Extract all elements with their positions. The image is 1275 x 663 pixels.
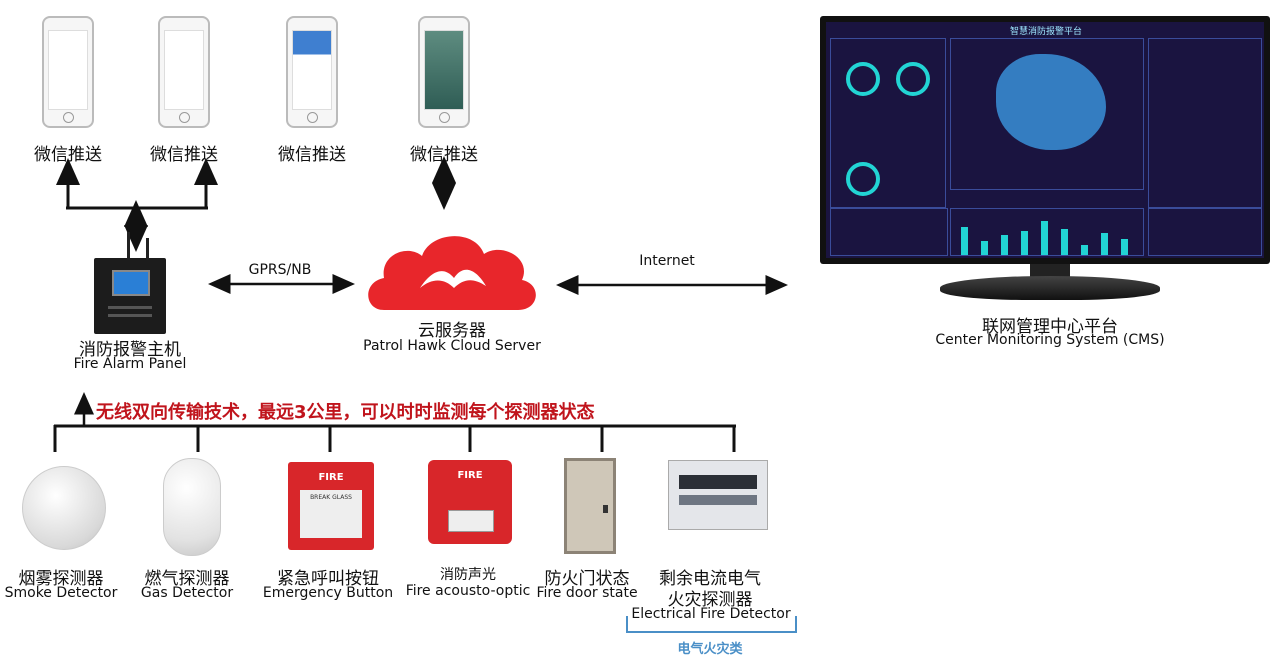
fire-door-icon: [564, 458, 616, 554]
monitor-base: [940, 276, 1160, 300]
electrical-group-label: 电气火灾类: [677, 642, 743, 657]
cms-label-en: Center Monitoring System (CMS): [935, 332, 1165, 348]
antenna-icon: [146, 238, 149, 260]
electrical-detector-label-cn: 剩余电流电气: [659, 569, 761, 589]
phone-4-label: 微信推送: [410, 145, 478, 165]
fire-door-label-en: Fire door state: [536, 585, 638, 601]
panel-label-cn: 消防报警主机: [79, 340, 181, 360]
emergency-button-icon: FIRE BREAK GLASS: [288, 462, 374, 550]
cms-monitor: 智慧消防报警平台: [820, 16, 1270, 264]
acousto-fire-sign: FIRE: [457, 470, 483, 481]
emergency-button-label-cn: 紧急呼叫按钮: [277, 569, 379, 589]
smoke-detector-icon: [22, 466, 106, 550]
acousto-optic-label-en: Fire acousto-optic: [405, 583, 531, 599]
emergency-button-label-en: Emergency Button: [262, 585, 394, 601]
cloud-icon: [368, 236, 536, 310]
cms-screen-title: 智慧消防报警平台: [1009, 27, 1082, 37]
acousto-optic-label-cn: 消防声光: [440, 567, 496, 583]
fire-door-label-cn: 防火门状态: [544, 569, 630, 589]
electrical-detector-label-cn2: 火灾探测器: [667, 590, 753, 610]
wireless-banner: 无线双向传输技术，最远3公里，可以时时监测每个探测器状态: [96, 402, 595, 423]
phone-3-label: 微信推送: [278, 145, 346, 165]
cloud-label-cn: 云服务器: [418, 321, 486, 341]
china-map: [996, 54, 1106, 150]
gas-detector-label-cn: 燃气探测器: [144, 569, 230, 589]
electrical-fire-detector-icon: [668, 460, 768, 530]
cms-label-cn: 联网管理中心平台: [982, 317, 1118, 337]
internet-label: Internet: [639, 253, 695, 269]
gprs-label: GPRS/NB: [248, 262, 312, 278]
phone-4: [418, 16, 470, 128]
electrical-detector-label-en: Electrical Fire Detector: [631, 606, 791, 622]
gas-detector-label-en: Gas Detector: [140, 585, 234, 601]
fire-acousto-optic-icon: FIRE: [428, 460, 512, 544]
cloud-label-en: Patrol Hawk Cloud Server: [363, 338, 541, 354]
smoke-detector-label-cn: 烟雾探测器: [18, 569, 104, 589]
monitor-stand: [1030, 264, 1070, 278]
antenna-icon: [127, 232, 130, 260]
panel-label-en: Fire Alarm Panel: [73, 356, 187, 372]
fire-alarm-panel-device: [94, 258, 166, 334]
emergency-break-glass: BREAK GLASS: [310, 494, 352, 501]
phone-3: [286, 16, 338, 128]
smoke-detector-label-en: Smoke Detector: [4, 585, 118, 601]
gas-detector-icon: [163, 458, 221, 556]
emergency-fire-sign: FIRE: [318, 472, 344, 483]
cms-screen: 智慧消防报警平台: [826, 22, 1264, 258]
phone-2: [158, 16, 210, 128]
phone-1-label: 微信推送: [34, 145, 102, 165]
phone-1: [42, 16, 94, 128]
